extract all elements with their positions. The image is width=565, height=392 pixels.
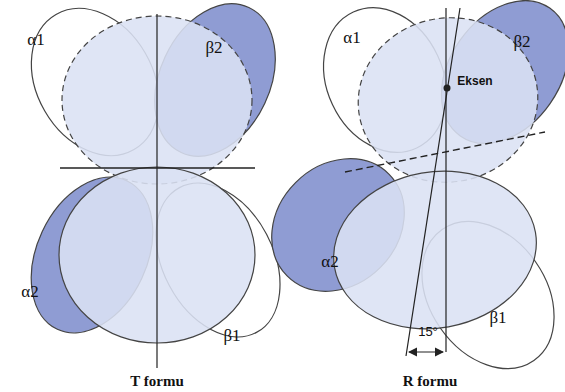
subunit-label: α2 — [21, 283, 38, 302]
subunit-label: α1 — [27, 31, 44, 50]
axis-label: Eksen — [457, 75, 492, 88]
subunit-label: β2 — [513, 33, 530, 52]
subunit-label: β1 — [489, 309, 506, 328]
angle-label: 15° — [418, 325, 438, 339]
subunit-label: α1 — [343, 29, 360, 48]
form-title: R formu — [403, 373, 458, 390]
subunit-label: β1 — [223, 327, 240, 346]
subunit-label: β2 — [205, 39, 222, 58]
form-title: T formu — [130, 373, 183, 390]
subunit-label: α2 — [321, 253, 338, 272]
